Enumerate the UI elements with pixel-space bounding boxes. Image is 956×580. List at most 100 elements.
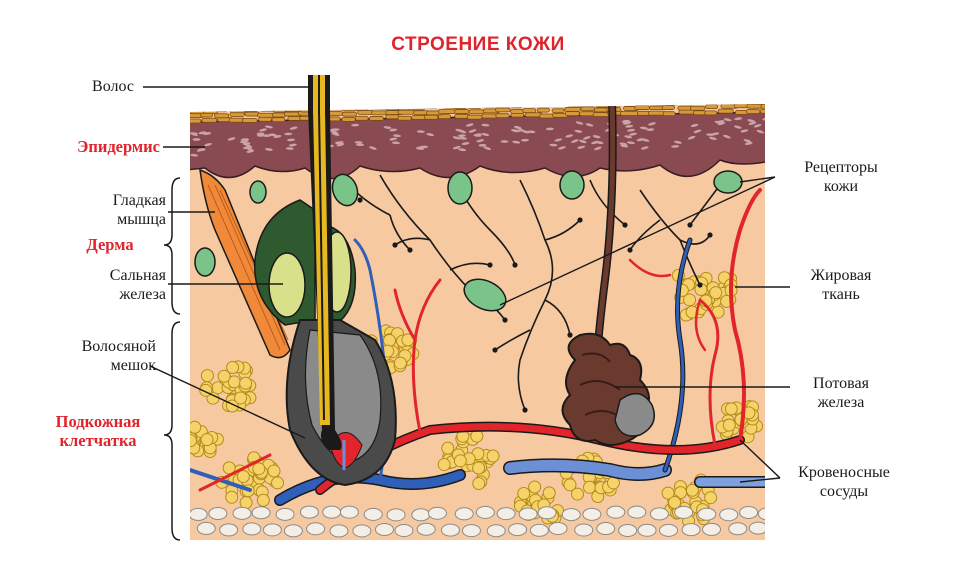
epidermis-cell [483, 146, 492, 150]
label-hypodermis-line1: Подкожная [55, 412, 141, 431]
epidermis-cell [241, 139, 250, 143]
fat-cell [542, 486, 556, 500]
epidermis-cell [521, 130, 530, 134]
epidermis-cell [723, 118, 732, 122]
corneum-flake [523, 104, 540, 107]
corneum-flake [747, 99, 760, 103]
corneum-flake [733, 99, 747, 103]
connective-cell [627, 505, 647, 519]
connective-cell [618, 523, 638, 537]
epidermis-cell [196, 148, 205, 152]
fat-cell [267, 464, 281, 478]
epidermis-cell [579, 139, 587, 144]
corneum-flake [661, 105, 675, 110]
corneum-flake [437, 109, 457, 114]
epidermis-cell [674, 140, 682, 144]
epidermis-cell [521, 138, 529, 142]
label-vessels-line2: сосуды [819, 483, 869, 500]
epidermis-cell [331, 132, 340, 136]
epidermis-cell [336, 143, 345, 147]
epidermis-cell [458, 148, 467, 152]
corneum-flake [341, 106, 358, 112]
epidermis-cell [452, 136, 461, 140]
fat-cell [528, 480, 542, 494]
corneum-flake [759, 108, 765, 114]
epidermis-cell [391, 141, 400, 145]
epidermis-cell [481, 123, 490, 127]
connective-cell [219, 523, 239, 537]
smooth-muscle [199, 168, 291, 359]
dermis-bracket [163, 177, 181, 315]
epidermis-cell [723, 134, 731, 139]
fat-cell [236, 469, 250, 483]
epidermis-cell [264, 148, 273, 151]
label-fat-line2: ткань [822, 286, 860, 303]
fat-cell [441, 441, 455, 455]
corneum-flake [649, 104, 664, 107]
corneum-flake [259, 106, 276, 112]
fat-cell [661, 486, 675, 500]
epidermis-cell [593, 146, 602, 151]
epidermis-cell [383, 126, 392, 129]
connective-cell [242, 522, 262, 536]
nerve-terminal [577, 217, 583, 223]
label-follicle-line1: Волосяной [81, 338, 156, 355]
connective-cell [329, 524, 349, 538]
label-blood-vessels: Кровеносные сосуды [774, 463, 914, 501]
connective-cell [411, 508, 431, 522]
connective-cell [339, 505, 359, 519]
epidermis-cell [627, 128, 636, 132]
connective-cell [637, 523, 657, 537]
connective-cell [427, 506, 447, 520]
fat-cell [571, 487, 585, 501]
epidermis-cell [416, 130, 425, 133]
fat-cell [256, 493, 270, 507]
corneum-flake [454, 109, 470, 114]
label-smooth-muscle-line1: Гладкая [112, 192, 166, 209]
label-fat-line1: Жировая [810, 267, 872, 284]
epidermis-cell [558, 146, 566, 150]
corneum-flake [480, 104, 497, 109]
fat-cell [239, 376, 253, 390]
fat-cell [225, 490, 239, 504]
corneum-flake [341, 111, 358, 117]
corneum-flake [635, 104, 650, 107]
epidermis-cell [625, 124, 634, 128]
corneum-flake [229, 108, 249, 114]
epidermis-cell [256, 134, 265, 137]
epidermis-cell [709, 136, 717, 141]
corneum-flake [241, 117, 258, 123]
corneum-flake [453, 104, 467, 110]
fat-cell [517, 486, 531, 500]
epidermis-cell [690, 123, 699, 128]
epidermis-cell [284, 132, 293, 136]
label-follicle-line2: мешок [110, 357, 156, 374]
corneum-flake [258, 116, 273, 122]
fat-cell [685, 483, 699, 497]
connective-cell [561, 508, 581, 522]
corneum-flake [385, 114, 400, 120]
connective-cell [596, 522, 616, 536]
fat-cell [583, 480, 597, 494]
skin-receptors [194, 170, 743, 312]
connective-cell [475, 505, 495, 519]
fat-cell [252, 462, 266, 476]
corneum-flake [397, 105, 411, 111]
fat-cell [190, 434, 197, 448]
epidermis-cell [717, 122, 726, 126]
connective-cell [394, 523, 414, 537]
label-fat-tissue: Жировая ткань [786, 266, 896, 304]
connective-cell [416, 522, 436, 536]
fat-cell [453, 454, 467, 468]
epidermis-cell [468, 129, 477, 133]
connective-cell [537, 506, 557, 520]
epidermis-cell [622, 121, 631, 125]
connective-cell [518, 507, 538, 521]
connective-cell [232, 506, 252, 520]
epidermis-cell [762, 116, 765, 121]
sweat-gland [561, 104, 655, 446]
epidermis-cell [734, 117, 743, 121]
label-receptors-line2: кожи [823, 178, 859, 195]
corneum-flake [424, 114, 439, 120]
epidermis-cell [624, 135, 633, 139]
